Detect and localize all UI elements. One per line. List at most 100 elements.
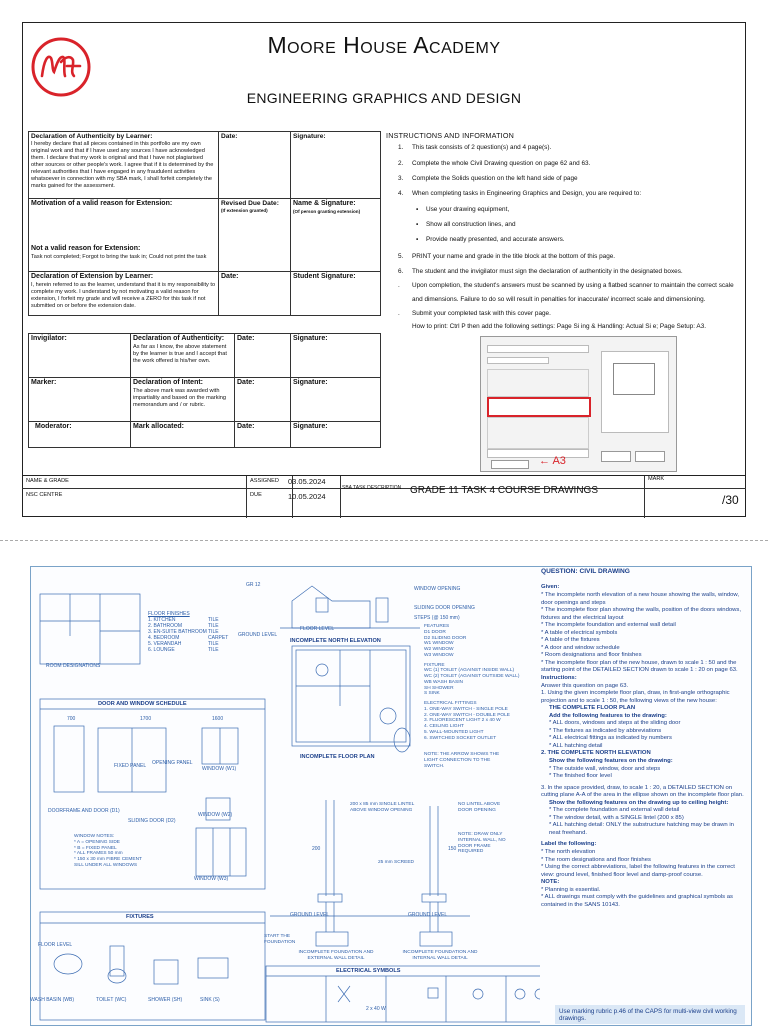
invigilator-label: Invigilator: bbox=[31, 335, 67, 342]
given-scale: * The incomplete floor plan of the new h… bbox=[541, 659, 738, 674]
finish-item: CARPET bbox=[208, 635, 229, 641]
extension-cell: Declaration of Extension by Learner: I, … bbox=[28, 271, 219, 316]
finish-item: TILE bbox=[208, 617, 219, 623]
student-signature-label: Student Signature: bbox=[293, 273, 356, 280]
screed-note: 25 mm SCREED bbox=[378, 860, 414, 865]
not-valid-text: Task not completed; Forgot to bring the … bbox=[31, 253, 207, 260]
feature-item: D1 DOOR bbox=[424, 629, 446, 635]
start-foundation-note: START THE FOUNDATION bbox=[264, 934, 296, 945]
name-signature-label: Name & Signature: bbox=[293, 200, 356, 207]
due-date: 10.05.2024 bbox=[288, 492, 326, 501]
fixtures-title: FIXTURES bbox=[126, 914, 154, 920]
complete-floor-plan: THE COMPLETE FLOOR PLAN bbox=[549, 705, 636, 712]
feature-item: D2 SLIDING DOOR bbox=[424, 635, 467, 641]
dim-label: 2 x 40 W bbox=[366, 1006, 386, 1012]
arrow-note: NOTE: THE ARROW SHOWS THE LIGHT CONNECTI… bbox=[424, 752, 500, 769]
fixture-label: SINK (S) bbox=[200, 997, 220, 1003]
answer-on: Answer this question on page 63. bbox=[541, 682, 629, 689]
electrical-item: 3. FLUORESCENT LIGHT 2 x 40 W bbox=[424, 718, 501, 724]
instruction-scan: Upon completion, the student's answers m… bbox=[412, 282, 734, 290]
instruction-submit: Submit your completed task with this cov… bbox=[412, 309, 551, 317]
label-item: * The north elevation bbox=[541, 849, 596, 856]
ground-level-label: GROUND LEVEL bbox=[238, 632, 278, 638]
fixture-item: WC (1) TOILET (AGAINST INSIDE WALL) bbox=[424, 668, 515, 674]
instruction-bullet: Use your drawing equipment, bbox=[398, 206, 741, 215]
note-title: NOTE: bbox=[541, 879, 560, 886]
question-panel: QUESTION: CIVIL DRAWING Given: * The inc… bbox=[541, 568, 746, 978]
electrical-item: 6. SWITCHED SOCKET OUTLET bbox=[424, 735, 497, 741]
instruction-bullet: Show all construction lines, and bbox=[398, 221, 741, 230]
instructions-panel: INSTRUCTIONS AND INFORMATION 1.This task… bbox=[386, 131, 741, 331]
dim-label: 1600 bbox=[212, 716, 224, 722]
print-dialog-screenshot: ← A3 bbox=[480, 336, 677, 472]
finish-item: TILE bbox=[208, 647, 219, 653]
finish-item: TILE bbox=[208, 629, 219, 635]
fixture-item: WC (2) TOILET (AGAINST OUTSIDE WALL) bbox=[424, 674, 520, 679]
task-description-label: SBA TASK DESCRIPTION bbox=[342, 485, 402, 491]
assigned-label: ASSIGNED bbox=[250, 478, 279, 484]
extension-text: I, herein referred to as the learner, un… bbox=[31, 281, 216, 309]
fixture-title: FIXTURE bbox=[424, 662, 445, 668]
floor-finishes-title: FLOOR FINISHES bbox=[148, 611, 190, 617]
fixture-item: WB WASH BASIN bbox=[424, 679, 464, 685]
section-item: * The window detail, with a SINGLE linte… bbox=[549, 814, 684, 821]
learner-declaration-cell: Declaration of Authenticity by Learner: … bbox=[28, 131, 219, 199]
task-description: GRADE 11 TASK 4 COURSE DRAWINGS bbox=[410, 485, 599, 496]
mark-allocated-label: Mark allocated: bbox=[133, 423, 184, 430]
motivation-cell: Motivation of a valid reason for Extensi… bbox=[28, 198, 219, 272]
features-list: FEATURES D1 DOOR D2 SLIDING DOOR W1 WIND… bbox=[424, 624, 519, 741]
moderator-date-label: Date: bbox=[237, 423, 255, 430]
name-signature-note: (Of person granting extension) bbox=[293, 208, 361, 214]
question-item: 3. In the space provided, draw, to scale… bbox=[541, 784, 744, 799]
note-item: * ALL drawings must comply with the guid… bbox=[541, 894, 733, 908]
foundation-internal-label: INCOMPLETE FOUNDATION AND INTERNAL WALL … bbox=[402, 950, 478, 961]
assigned-date: 03.05.2024 bbox=[288, 477, 326, 486]
floor-plan-title: INCOMPLETE FLOOR PLAN bbox=[300, 754, 375, 760]
given-item: * A door and window schedule bbox=[541, 644, 620, 651]
finish-item: TILE bbox=[208, 641, 219, 647]
invigilator-date-label: Date: bbox=[237, 335, 255, 342]
show-features: Show the following features on the drawi… bbox=[549, 758, 673, 765]
finish-item: TILE bbox=[208, 623, 219, 629]
given-item: * The incomplete floor plan showing the … bbox=[541, 607, 741, 621]
revised-due-note: (If extension granted) bbox=[221, 208, 268, 214]
electrical-title: ELECTRICAL FITTINGS bbox=[424, 701, 477, 706]
question-item: 1. Using the given incomplete floor plan… bbox=[541, 690, 730, 704]
sliding-door-opening-label: SLIDING DOOR OPENING bbox=[414, 605, 475, 611]
instruction-scan-2: and dimensions. Failure to do so will re… bbox=[412, 295, 706, 303]
no-lintel-note: NO LINTEL ABOVE DOOR OPENING bbox=[458, 802, 501, 813]
electrical-item: 2. ONE-WAY SWITCH - DOUBLE POLE bbox=[424, 712, 511, 718]
electrical-symbols-title: ELECTRICAL SYMBOLS bbox=[336, 968, 401, 974]
section-item: * The complete foundation and external w… bbox=[549, 807, 680, 814]
window-w3-label: WINDOW (W3) bbox=[194, 876, 229, 882]
decl-intent-label: Declaration of Intent: bbox=[133, 379, 204, 386]
electrical-item: 1. ONE-WAY SWITCH - SINGLE POLE bbox=[424, 706, 508, 712]
civil-drawing-sheet bbox=[30, 566, 752, 1026]
print-dialog-a3-note: ← A3 bbox=[539, 455, 566, 467]
extension-date-label: Date: bbox=[221, 273, 239, 280]
mark-label: MARK bbox=[648, 476, 665, 482]
fixture-label: TOILET (WC) bbox=[96, 997, 127, 1003]
feature-item: W1 WINDOW bbox=[424, 641, 454, 647]
window-note: * ALL FRAMES 50 mm bbox=[74, 851, 123, 857]
given-item: * The incomplete north elevation of a ne… bbox=[541, 591, 740, 606]
opening-panel-label: OPENING PANEL bbox=[152, 760, 193, 766]
window-note: SILL UNDER ALL WINDOWS bbox=[74, 862, 138, 868]
invigilator-signature-label: Signature: bbox=[293, 335, 328, 342]
decl-authenticity-label: Declaration of Authenticity: bbox=[133, 335, 225, 342]
instruction-bullet: Provide neatly presented, and accurate a… bbox=[398, 236, 741, 245]
instructions-heading: INSTRUCTIONS AND INFORMATION bbox=[386, 131, 515, 140]
feature-item: W3 WINDOW bbox=[424, 652, 454, 658]
given-item: * The incomplete foundation and external… bbox=[541, 622, 676, 629]
learner-signature-label: Signature: bbox=[293, 133, 326, 140]
ground-level-label: GROUND LEVEL bbox=[408, 912, 448, 918]
extension-title: Declaration of Extension by Learner: bbox=[31, 273, 154, 280]
window-note: * A = OPENING SIDE bbox=[74, 839, 120, 845]
north-elevation-title: INCOMPLETE NORTH ELEVATION bbox=[290, 638, 381, 644]
internal-wall-note: NOTE: DRAW ONLY INTERNAL WALL, NO DOOR F… bbox=[458, 832, 506, 855]
door-window-schedule-title: DOOR AND WINDOW SCHEDULE bbox=[98, 701, 187, 707]
window-w1-label: WINDOW (W1) bbox=[202, 766, 237, 772]
fixture-label: WASH BASIN (WB) bbox=[30, 997, 74, 1003]
show-up-to: Show the following features on the drawi… bbox=[549, 799, 729, 806]
foundation-external-label: INCOMPLETE FOUNDATION AND EXTERNAL WALL … bbox=[298, 950, 374, 961]
